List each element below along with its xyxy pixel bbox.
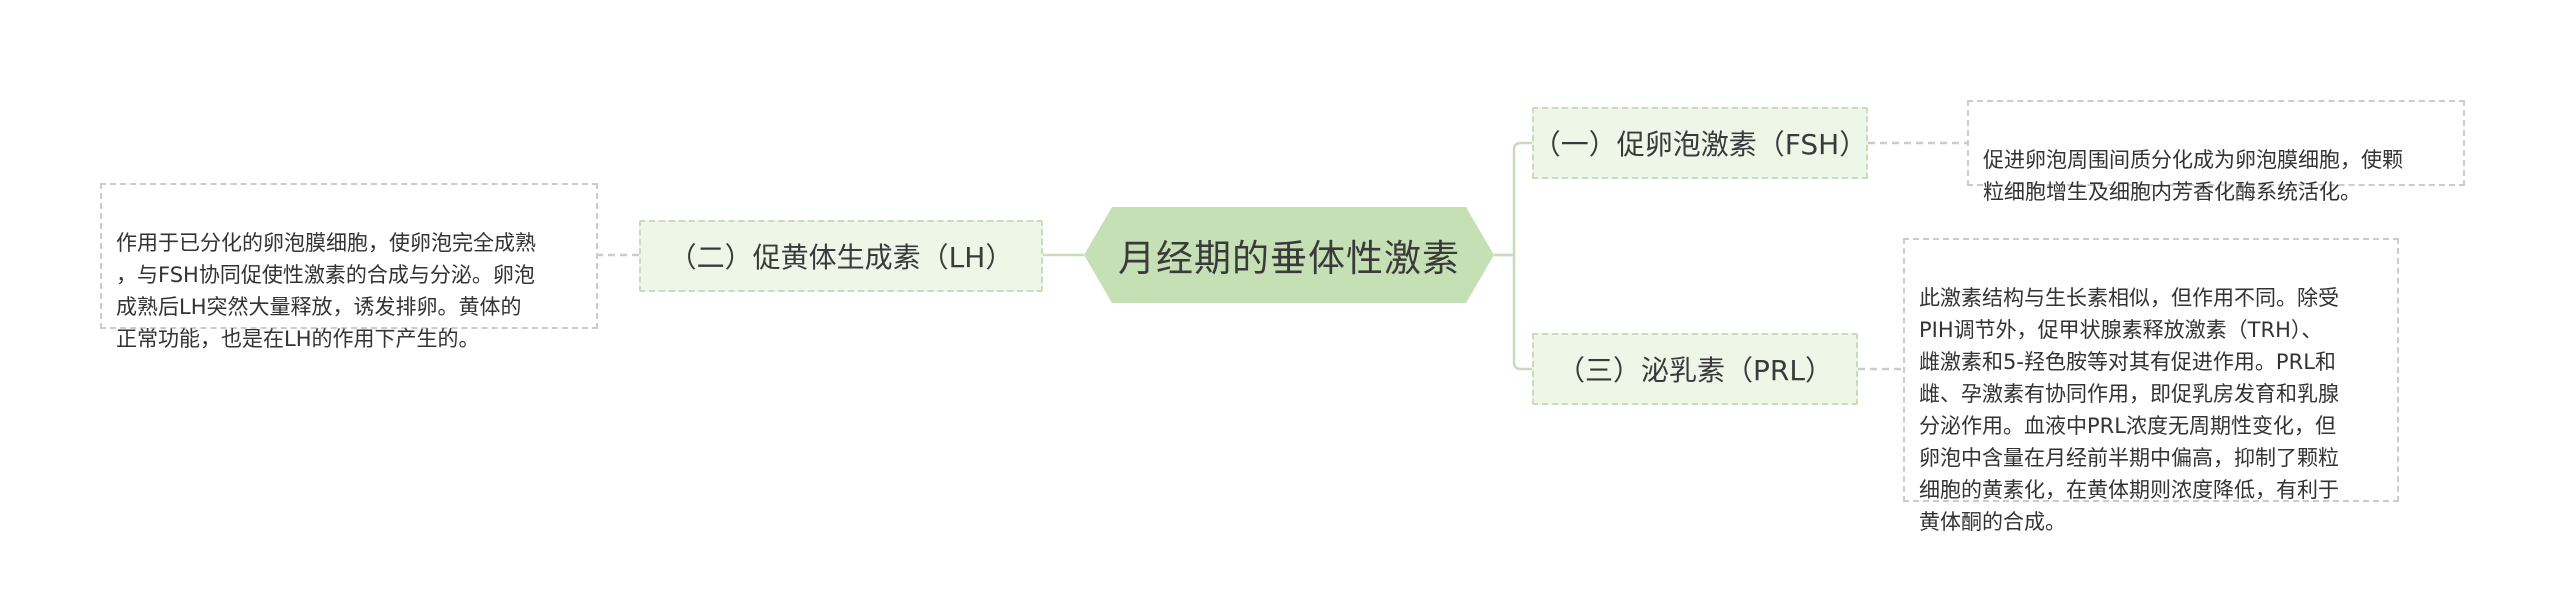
branch-lh-label: （二）促黄体生成素（LH） (668, 241, 1014, 274)
connector-root-fsh (1494, 141, 1532, 257)
detail-prl: 此激素结构与生长素相似，但作用不同。除受 PIH调节外，促甲状腺素释放激素（TR… (1903, 238, 2399, 534)
detail-lh-text: 作用于已分化的卵泡膜细胞，使卵泡完全成熟 ，与FSH协同促使性激素的合成与分泌。… (116, 231, 536, 351)
connector-root-prl (1494, 253, 1532, 371)
branch-lh[interactable]: （二）促黄体生成素（LH） (639, 220, 1043, 292)
root-topic[interactable]: 月经期的垂体性激素 (1084, 207, 1494, 303)
root-topic-label: 月经期的垂体性激素 (1118, 237, 1460, 280)
branch-prl[interactable]: （三）泌乳素（PRL） (1532, 333, 1858, 405)
detail-lh: 作用于已分化的卵泡膜细胞，使卵泡完全成熟 ，与FSH协同促使性激素的合成与分泌。… (100, 183, 598, 351)
branch-fsh[interactable]: （一）促卵泡激素（FSH） (1532, 107, 1868, 179)
detail-prl-text: 此激素结构与生长素相似，但作用不同。除受 PIH调节外，促甲状腺素释放激素（TR… (1919, 286, 2339, 534)
branch-prl-label: （三）泌乳素（PRL） (1557, 354, 1833, 387)
detail-fsh-text: 促进卵泡周围间质分化成为卵泡膜细胞，使颗 粒细胞增生及细胞内芳香化酶系统活化。 (1983, 148, 2403, 204)
branch-fsh-label: （一）促卵泡激素（FSH） (1532, 128, 1868, 161)
detail-fsh: 促进卵泡周围间质分化成为卵泡膜细胞，使颗 粒细胞增生及细胞内芳香化酶系统活化。 (1967, 100, 2465, 204)
